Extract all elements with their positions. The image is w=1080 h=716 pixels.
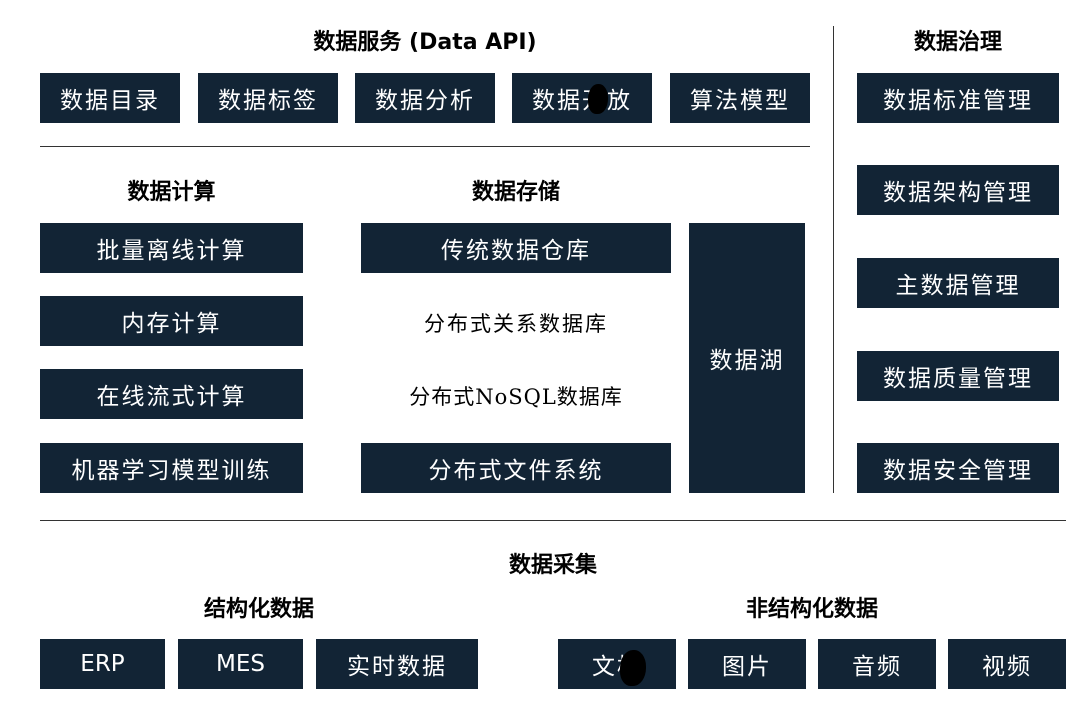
video-box: 视频 — [948, 639, 1066, 689]
master-data-mgmt-box: 主数据管理 — [857, 258, 1059, 308]
data-compute-title: 数据计算 — [127, 179, 216, 205]
data-collection-title: 数据采集 — [508, 552, 597, 578]
data-catalog-box: 数据目录 — [40, 73, 180, 123]
data-governance-title: 数据治理 — [913, 29, 1002, 55]
service-divider — [40, 146, 810, 147]
data-standard-mgmt-box: 数据标准管理 — [857, 73, 1059, 123]
ml-model-training-box: 机器学习模型训练 — [40, 443, 303, 493]
batch-offline-compute-box: 批量离线计算 — [40, 223, 303, 273]
audio-box: 音频 — [818, 639, 936, 689]
data-lake-box: 数据湖 — [689, 223, 805, 493]
data-storage-title: 数据存储 — [471, 179, 560, 205]
in-memory-compute-box: 内存计算 — [40, 296, 303, 346]
distributed-nosql-label: 分布式NoSQL数据库 — [409, 385, 623, 409]
erp-box: ERP — [40, 639, 165, 689]
data-service-title: 数据服务 (Data API) — [313, 30, 537, 55]
data-security-mgmt-box: 数据安全管理 — [857, 443, 1059, 493]
structured-data-title: 结构化数据 — [203, 596, 314, 622]
image-box: 图片 — [688, 639, 806, 689]
realtime-data-box: 实时数据 — [316, 639, 478, 689]
ink-smudge-2 — [620, 650, 646, 686]
unstructured-data-title: 非结构化数据 — [745, 596, 878, 622]
collection-divider — [40, 520, 1066, 521]
distributed-fs-box: 分布式文件系统 — [361, 443, 671, 493]
mes-box: MES — [178, 639, 303, 689]
algorithm-model-box: 算法模型 — [670, 73, 810, 123]
data-analysis-box: 数据分析 — [355, 73, 495, 123]
ink-smudge — [588, 84, 608, 114]
data-architecture-mgmt-box: 数据架构管理 — [857, 165, 1059, 215]
data-quality-mgmt-box: 数据质量管理 — [857, 351, 1059, 401]
online-stream-compute-box: 在线流式计算 — [40, 369, 303, 419]
governance-divider — [833, 26, 834, 493]
distributed-rdb-label: 分布式关系数据库 — [424, 312, 608, 336]
data-open-box: 数据开放 — [512, 73, 652, 123]
data-tag-box: 数据标签 — [198, 73, 338, 123]
document-box: 文档 — [558, 639, 676, 689]
traditional-dw-box: 传统数据仓库 — [361, 223, 671, 273]
